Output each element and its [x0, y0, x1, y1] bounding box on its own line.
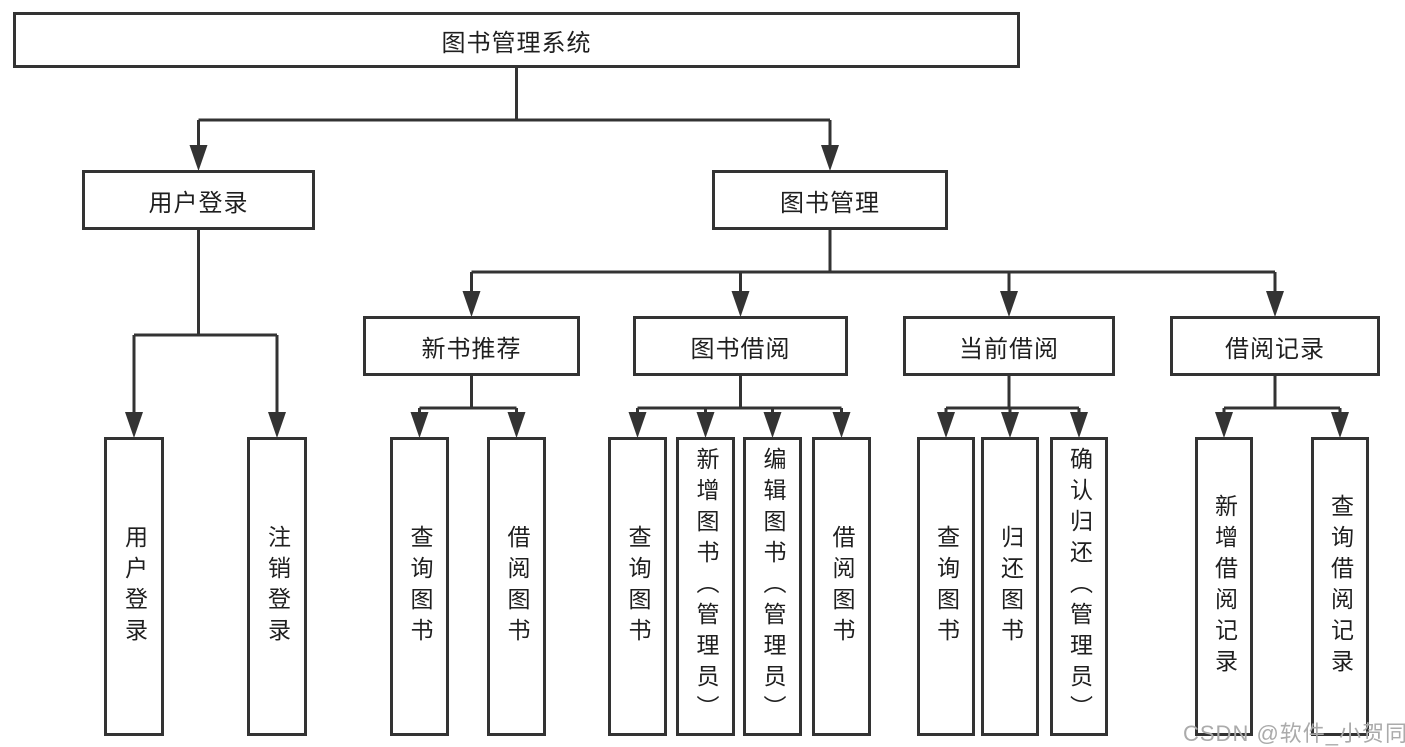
leaf-query-books-current: 查询图书: [917, 437, 975, 736]
leaf-logout: 注销登录: [247, 437, 307, 736]
leaf-return-book: 归还图书: [981, 437, 1039, 736]
connector-user-login-to-leaves: [132, 230, 279, 414]
node-borrow-records: 借阅记录: [1170, 316, 1380, 376]
csdn-watermark: CSDN @软件_小贺同学: [1183, 721, 1405, 746]
leaf-edit-book-admin: 编辑图书（管理员）: [743, 437, 802, 736]
node-current-borrow: 当前借阅: [903, 316, 1115, 376]
arrowheads: [125, 145, 1349, 438]
leaf-query-books-recommend: 查询图书: [390, 437, 449, 736]
node-root-system: 图书管理系统: [13, 12, 1020, 68]
leaf-query-borrow-record: 查询借阅记录: [1311, 437, 1369, 736]
leaf-user-login: 用户登录: [104, 437, 164, 736]
connector-current-to-leaves: [944, 376, 1081, 414]
leaf-add-book-admin: 新增图书（管理员）: [676, 437, 735, 736]
node-book-management: 图书管理: [712, 170, 948, 230]
connector-recommend-to-leaves: [418, 376, 518, 414]
leaf-confirm-return-admin: 确认归还（管理员）: [1050, 437, 1108, 736]
leaf-borrow-books-recommend: 借阅图书: [487, 437, 546, 736]
leaf-borrow-books: 借阅图书: [812, 437, 871, 736]
connector-root-to-level2: [197, 68, 832, 147]
node-new-book-recommend: 新书推荐: [363, 316, 580, 376]
connector-records-to-leaves: [1222, 376, 1342, 414]
node-user-login: 用户登录: [82, 170, 315, 230]
connector-book-management-to-level3: [470, 230, 1277, 293]
leaf-add-borrow-record: 新增借阅记录: [1195, 437, 1253, 736]
connector-borrow-to-leaves: [636, 376, 843, 414]
node-book-borrow: 图书借阅: [633, 316, 848, 376]
leaf-query-books-borrow: 查询图书: [608, 437, 667, 736]
